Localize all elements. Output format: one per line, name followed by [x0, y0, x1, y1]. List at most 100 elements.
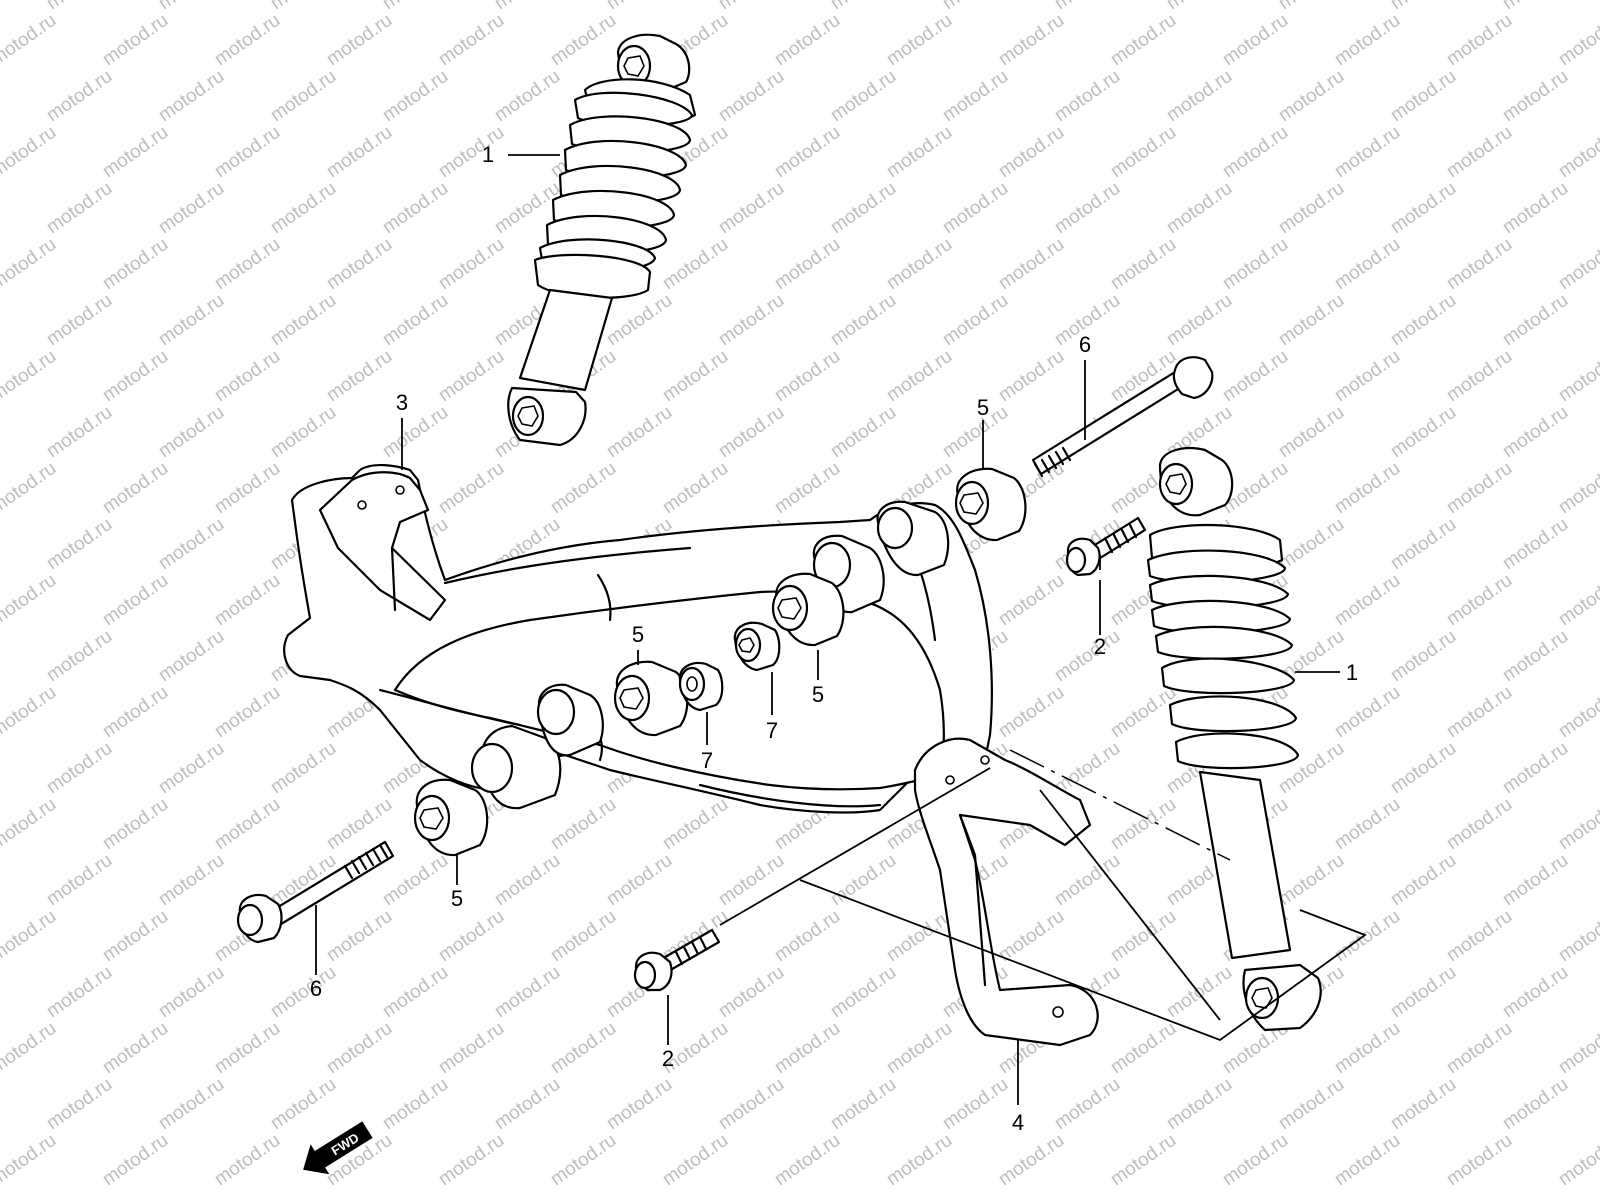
- watermark-text: motod.ru: [715, 290, 788, 350]
- watermark-text: motod.ru: [883, 1130, 956, 1190]
- watermark-text: motod.ru: [1275, 0, 1348, 14]
- watermark-text: motod.ru: [0, 290, 4, 350]
- watermark-text: motod.ru: [1555, 570, 1600, 630]
- watermark-text: motod.ru: [603, 850, 676, 910]
- watermark-text: motod.ru: [659, 234, 732, 294]
- watermark-text: motod.ru: [1555, 1130, 1600, 1190]
- watermark-text: motod.ru: [1443, 234, 1516, 294]
- watermark-text: motod.ru: [827, 66, 900, 126]
- watermark-text: motod.ru: [1051, 626, 1124, 686]
- watermark-text: motod.ru: [43, 850, 116, 910]
- watermark-text: motod.ru: [995, 10, 1068, 70]
- watermark-text: motod.ru: [883, 10, 956, 70]
- watermark-text: motod.ru: [1331, 906, 1404, 966]
- watermark-text: motod.ru: [659, 1130, 732, 1190]
- callout-7-right: 7: [766, 718, 778, 743]
- watermark-text: motod.ru: [1499, 290, 1572, 350]
- watermark-text: motod.ru: [827, 0, 900, 14]
- watermark-text: motod.ru: [659, 794, 732, 854]
- watermark-text: motod.ru: [1107, 234, 1180, 294]
- watermark-text: motod.ru: [267, 402, 340, 462]
- watermark-text: motod.ru: [211, 122, 284, 182]
- watermark-text: motod.ru: [267, 290, 340, 350]
- watermark-text: motod.ru: [323, 906, 396, 966]
- watermark-text: motod.ru: [0, 234, 60, 294]
- callout-leaders: [315, 154, 1340, 1105]
- watermark-text: motod.ru: [0, 346, 60, 406]
- watermark-text: motod.ru: [1443, 1018, 1516, 1078]
- watermark-text: motod.ru: [1107, 1130, 1180, 1190]
- watermark-text: motod.ru: [211, 794, 284, 854]
- watermark-text: motod.ru: [435, 122, 508, 182]
- bushing-left-outer: [413, 778, 489, 857]
- watermark-text: motod.ru: [0, 738, 4, 798]
- watermark-text: motod.ru: [211, 10, 284, 70]
- watermark-text: motod.ru: [547, 794, 620, 854]
- watermark-text: motod.ru: [0, 122, 60, 182]
- shock-absorber-right: [1146, 447, 1322, 1032]
- watermark-text: motod.ru: [771, 10, 844, 70]
- watermark-text: motod.ru: [155, 290, 228, 350]
- watermark-text: motod.ru: [715, 850, 788, 910]
- callout-7-left: 7: [701, 748, 713, 773]
- watermark-text: motod.ru: [883, 1018, 956, 1078]
- watermark-text: motod.ru: [1387, 626, 1460, 686]
- watermark-text: motod.ru: [43, 290, 116, 350]
- watermark-text: motod.ru: [1219, 10, 1292, 70]
- watermark-text: motod.ru: [1443, 906, 1516, 966]
- watermark-text: motod.ru: [0, 794, 60, 854]
- watermark-text: motod.ru: [883, 346, 956, 406]
- watermark-text: motod.ru: [155, 66, 228, 126]
- callout-6-right: 6: [1079, 332, 1091, 357]
- callout-1-right: 1: [1346, 660, 1358, 685]
- watermark-text: motod.ru: [771, 234, 844, 294]
- watermark-text: motod.ru: [1555, 458, 1600, 518]
- watermark-text: motod.ru: [603, 290, 676, 350]
- watermark-text: motod.ru: [435, 1018, 508, 1078]
- watermark-text: motod.ru: [1107, 682, 1180, 742]
- watermark-text: motod.ru: [435, 458, 508, 518]
- watermark-text: motod.ru: [1499, 178, 1572, 238]
- watermark-text: motod.ru: [43, 66, 116, 126]
- callout-4: 4: [1012, 1110, 1024, 1135]
- watermark-text: motod.ru: [1107, 906, 1180, 966]
- watermark-text: motod.ru: [1275, 66, 1348, 126]
- assembly-lines: [719, 555, 1367, 1042]
- watermark-text: motod.ru: [1107, 10, 1180, 70]
- watermark-text: motod.ru: [1107, 794, 1180, 854]
- watermark-text: motod.ru: [0, 570, 60, 630]
- watermark-text: motod.ru: [99, 458, 172, 518]
- bolt-right: [1031, 356, 1214, 478]
- watermark-text: motod.ru: [1331, 682, 1404, 742]
- watermark-text: motod.ru: [267, 1074, 340, 1134]
- watermark-text: motod.ru: [1555, 122, 1600, 182]
- watermark-text: motod.ru: [1275, 514, 1348, 574]
- callout-2-upper: 2: [1094, 634, 1106, 659]
- watermark-text: motod.ru: [771, 1018, 844, 1078]
- watermark-text: motod.ru: [0, 458, 60, 518]
- watermark-text: motod.ru: [1555, 234, 1600, 294]
- callout-5-right-inner: 5: [812, 682, 824, 707]
- watermark-text: motod.ru: [435, 906, 508, 966]
- watermark-text: motod.ru: [1331, 234, 1404, 294]
- watermark-text: motod.ru: [659, 458, 732, 518]
- watermark-text: motod.ru: [1051, 178, 1124, 238]
- watermark-text: motod.ru: [1331, 346, 1404, 406]
- watermark-text: motod.ru: [1499, 1074, 1572, 1134]
- watermark-text: motod.ru: [547, 1130, 620, 1190]
- watermark-text: motod.ru: [491, 0, 564, 14]
- watermark-text: motod.ru: [1387, 66, 1460, 126]
- watermark-text: motod.ru: [435, 234, 508, 294]
- arrow-left-icon: [303, 1121, 373, 1175]
- short-bolt-lower: [633, 928, 721, 992]
- watermark-text: motod.ru: [211, 570, 284, 630]
- watermark-text: motod.ru: [211, 346, 284, 406]
- watermark-text: motod.ru: [771, 346, 844, 406]
- watermark-text: motod.ru: [771, 458, 844, 518]
- watermark-text: motod.ru: [0, 402, 4, 462]
- watermark-text: motod.ru: [1051, 850, 1124, 910]
- watermark-text: motod.ru: [0, 66, 4, 126]
- watermark-text: motod.ru: [99, 682, 172, 742]
- watermark-text: motod.ru: [603, 1074, 676, 1134]
